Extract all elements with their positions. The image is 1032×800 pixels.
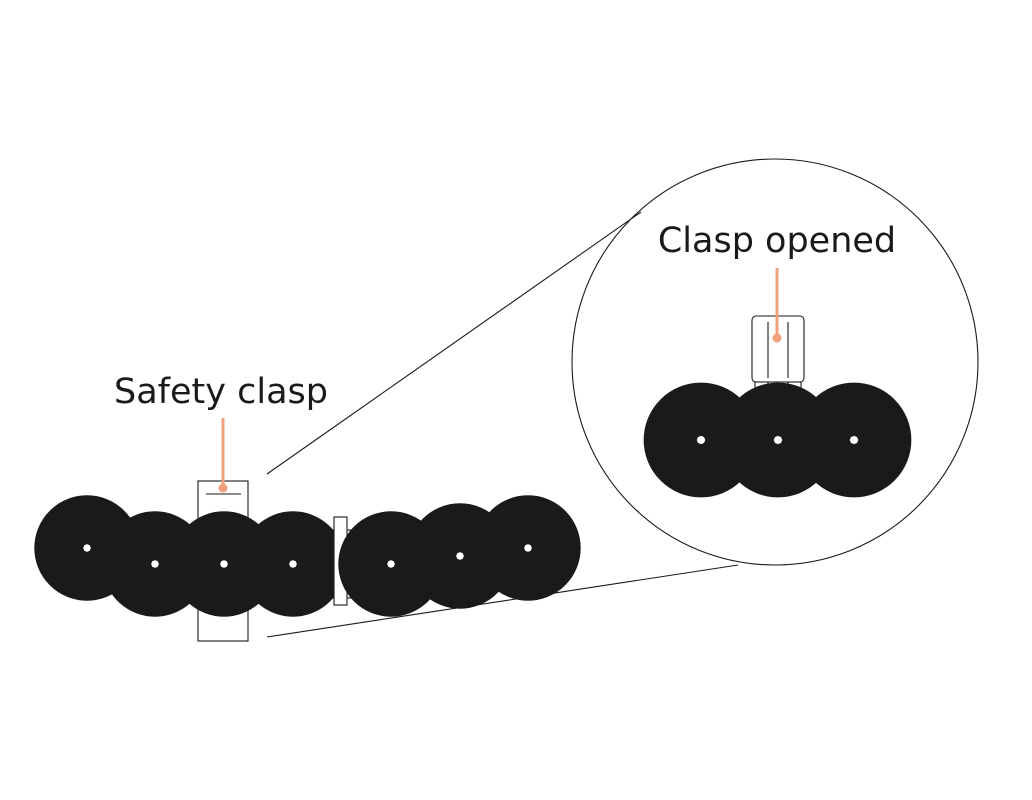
zoom-line-top [266, 211, 642, 475]
magnified-detail-circle [571, 158, 979, 566]
zoom-line-bottom [266, 564, 739, 638]
clasp-opened-label: Clasp opened [658, 221, 896, 261]
magnified-gem-3 [817, 403, 891, 477]
gem-4 [259, 530, 327, 598]
bracelet-main [53, 480, 562, 642]
safety-clasp-label: Safety clasp [114, 372, 328, 412]
clasp-opened-leader-dot [772, 333, 782, 343]
gem-7 [494, 514, 562, 582]
safety-clasp-leader-dot [218, 483, 228, 493]
magnified-clasp [664, 315, 891, 477]
